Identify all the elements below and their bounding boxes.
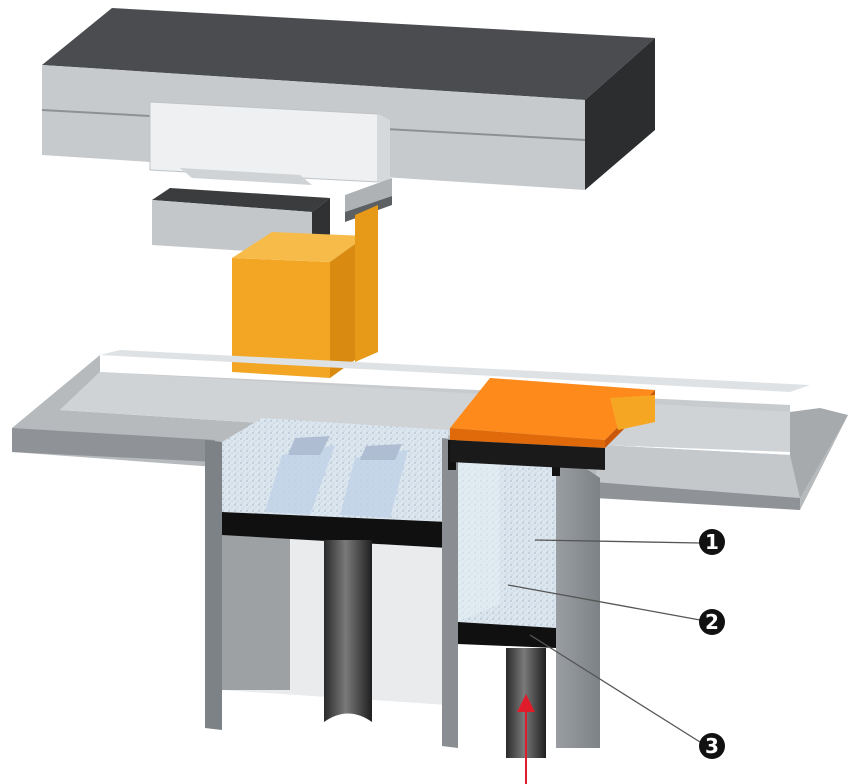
callout-number-2: 2	[705, 610, 719, 634]
table-front-edge	[12, 428, 215, 462]
build-chamber-wall-left	[205, 440, 222, 730]
gantry-carriage-side	[378, 114, 390, 184]
build-piston-rod	[324, 540, 372, 722]
gantry-top-face	[42, 8, 655, 100]
leader-3	[529, 634, 701, 743]
supply-piston	[458, 622, 556, 648]
scan-head	[232, 205, 378, 378]
build-powder-bed	[222, 418, 448, 522]
build-part-1	[265, 445, 335, 515]
callout-3: 3	[699, 733, 725, 759]
callout-1: 1	[699, 529, 725, 555]
leader-2	[507, 584, 701, 621]
build-chamber-left-inner	[222, 530, 290, 690]
build-piston	[222, 512, 448, 548]
callout-leaders	[507, 539, 701, 743]
build-part-2	[340, 450, 408, 518]
scan-head-top	[232, 232, 366, 262]
arrow-up-icon	[517, 694, 535, 784]
numbered-circle-icon	[699, 733, 725, 759]
recoater-top	[450, 378, 655, 440]
callout-2: 2	[699, 609, 725, 635]
leader-1	[534, 539, 701, 544]
recoater-front	[450, 428, 605, 448]
callout-number-1: 1	[705, 530, 719, 554]
gantry-beam	[41, 8, 655, 190]
recoater	[450, 378, 655, 470]
supply-wall-left	[442, 438, 458, 748]
scan-head-front	[232, 258, 330, 378]
numbered-circle-icon	[699, 529, 725, 555]
numbered-circle-icon	[699, 609, 725, 635]
recoater-blade	[450, 440, 605, 470]
gantry-right-face	[585, 38, 655, 190]
callout-number-3: 3	[705, 734, 719, 758]
build-chamber	[205, 418, 448, 730]
